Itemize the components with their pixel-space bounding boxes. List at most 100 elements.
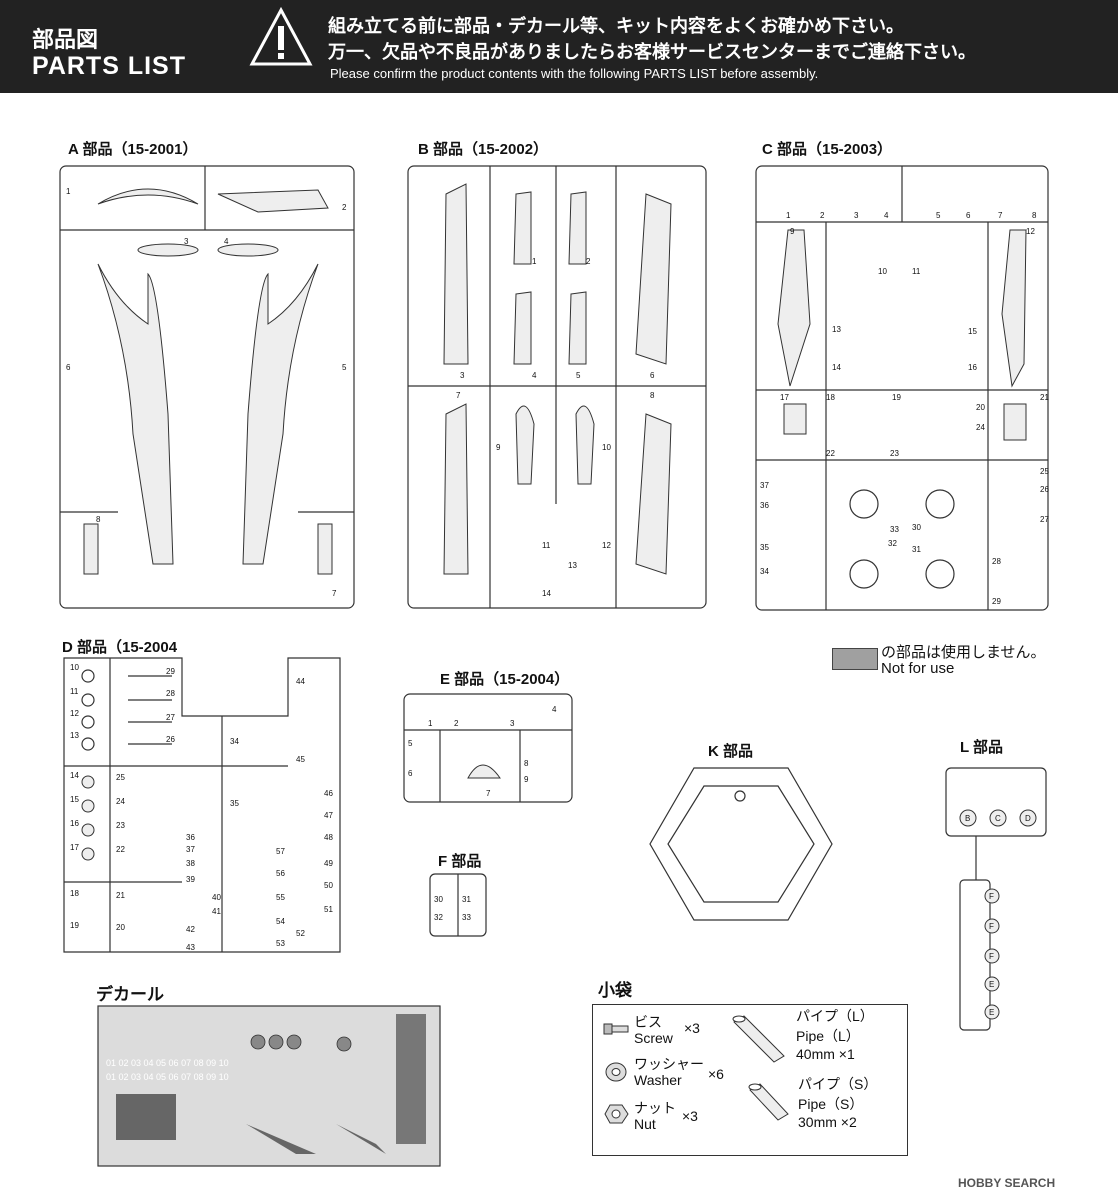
notice-jp-1: 組み立てる前に部品・デカール等、キット内容をよくお確かめ下さい。 xyxy=(328,16,904,36)
svg-text:30: 30 xyxy=(912,523,921,532)
svg-text:5: 5 xyxy=(576,371,581,380)
svg-text:18: 18 xyxy=(70,889,79,898)
svg-text:56: 56 xyxy=(276,869,285,878)
screw-icon xyxy=(603,1023,629,1035)
svg-text:7: 7 xyxy=(332,589,337,598)
svg-text:10: 10 xyxy=(70,663,79,672)
svg-text:19: 19 xyxy=(70,921,79,930)
part-l-d: D xyxy=(1025,814,1031,823)
svg-text:12: 12 xyxy=(1026,227,1035,236)
svg-text:36: 36 xyxy=(760,501,769,510)
svg-text:33: 33 xyxy=(890,525,899,534)
pipe-l-en: Pipe（L） xyxy=(796,1028,860,1044)
svg-text:17: 17 xyxy=(780,393,789,402)
sprue-e-label: E 部品（15-2004） xyxy=(440,671,570,688)
nut-icon xyxy=(604,1104,629,1124)
svg-text:8: 8 xyxy=(650,391,655,400)
pipe-short-icon xyxy=(748,1083,789,1121)
svg-text:20: 20 xyxy=(976,403,985,412)
svg-text:14: 14 xyxy=(832,363,841,372)
watermark: HOBBY SEARCH xyxy=(958,1176,1056,1190)
washer-icon xyxy=(605,1062,627,1082)
pipe-l-jp: パイプ（L） xyxy=(796,1008,874,1024)
svg-text:36: 36 xyxy=(186,833,195,842)
svg-text:31: 31 xyxy=(462,895,471,904)
svg-text:19: 19 xyxy=(892,393,901,402)
svg-text:7: 7 xyxy=(456,391,461,400)
washer-en: Washer xyxy=(634,1072,682,1088)
svg-text:5: 5 xyxy=(408,739,413,748)
svg-text:22: 22 xyxy=(116,845,125,854)
svg-text:52: 52 xyxy=(296,929,305,938)
svg-text:1: 1 xyxy=(66,187,71,196)
svg-text:4: 4 xyxy=(552,705,557,714)
svg-text:8: 8 xyxy=(96,515,101,524)
svg-text:37: 37 xyxy=(186,845,195,854)
svg-text:2: 2 xyxy=(586,257,591,266)
title-en: PARTS LIST xyxy=(32,52,186,80)
decal-numbers-2: 01 02 03 04 05 06 07 08 09 10 xyxy=(106,1072,229,1082)
nut-jp: ナット xyxy=(634,1100,676,1116)
svg-text:4: 4 xyxy=(224,237,229,246)
svg-text:21: 21 xyxy=(116,891,125,900)
svg-text:1: 1 xyxy=(786,211,791,220)
svg-text:3: 3 xyxy=(460,371,465,380)
svg-text:11: 11 xyxy=(70,687,79,696)
svg-text:2: 2 xyxy=(820,211,825,220)
svg-text:14: 14 xyxy=(542,589,551,598)
svg-text:17: 17 xyxy=(70,843,79,852)
svg-text:9: 9 xyxy=(524,775,529,784)
svg-text:13: 13 xyxy=(832,325,841,334)
svg-text:29: 29 xyxy=(166,667,175,676)
svg-text:37: 37 xyxy=(760,481,769,490)
svg-text:1: 1 xyxy=(428,719,433,728)
svg-text:28: 28 xyxy=(992,557,1001,566)
svg-text:10: 10 xyxy=(602,443,611,452)
decal-label: デカール xyxy=(96,985,164,1004)
svg-text:4: 4 xyxy=(532,371,537,380)
svg-text:57: 57 xyxy=(276,847,285,856)
part-l-e2: E xyxy=(989,1008,994,1017)
svg-text:3: 3 xyxy=(510,719,515,728)
svg-text:8: 8 xyxy=(1032,211,1037,220)
svg-text:30: 30 xyxy=(434,895,443,904)
sprue-b-label: B 部品（15-2002） xyxy=(418,141,549,158)
svg-text:9: 9 xyxy=(790,227,795,236)
not-for-use-swatch xyxy=(832,648,878,670)
nut-qty: ×3 xyxy=(682,1108,698,1124)
svg-text:12: 12 xyxy=(602,541,611,550)
screw-en: Screw xyxy=(634,1030,673,1046)
svg-text:41: 41 xyxy=(212,907,221,916)
svg-text:26: 26 xyxy=(166,735,175,744)
svg-text:34: 34 xyxy=(230,737,239,746)
part-l-f2: F xyxy=(989,922,994,931)
svg-text:39: 39 xyxy=(186,875,195,884)
svg-text:47: 47 xyxy=(324,811,333,820)
svg-text:40: 40 xyxy=(212,893,221,902)
svg-text:34: 34 xyxy=(760,567,769,576)
svg-text:7: 7 xyxy=(486,789,491,798)
svg-text:32: 32 xyxy=(434,913,443,922)
svg-text:25: 25 xyxy=(1040,467,1049,476)
svg-text:5: 5 xyxy=(936,211,941,220)
svg-text:1: 1 xyxy=(532,257,537,266)
svg-text:2: 2 xyxy=(342,203,347,212)
nut-en: Nut xyxy=(634,1116,656,1132)
svg-text:13: 13 xyxy=(568,561,577,570)
pipe-s-en: Pipe（S） xyxy=(798,1096,864,1112)
svg-text:3: 3 xyxy=(184,237,189,246)
svg-text:46: 46 xyxy=(324,789,333,798)
svg-text:2: 2 xyxy=(454,719,459,728)
svg-text:28: 28 xyxy=(166,689,175,698)
washer-jp: ワッシャー xyxy=(634,1056,704,1072)
part-l-f3: F xyxy=(989,952,994,961)
svg-text:48: 48 xyxy=(324,833,333,842)
sprue-k xyxy=(649,767,833,921)
svg-text:23: 23 xyxy=(890,449,899,458)
svg-text:18: 18 xyxy=(826,393,835,402)
svg-text:54: 54 xyxy=(276,917,285,926)
